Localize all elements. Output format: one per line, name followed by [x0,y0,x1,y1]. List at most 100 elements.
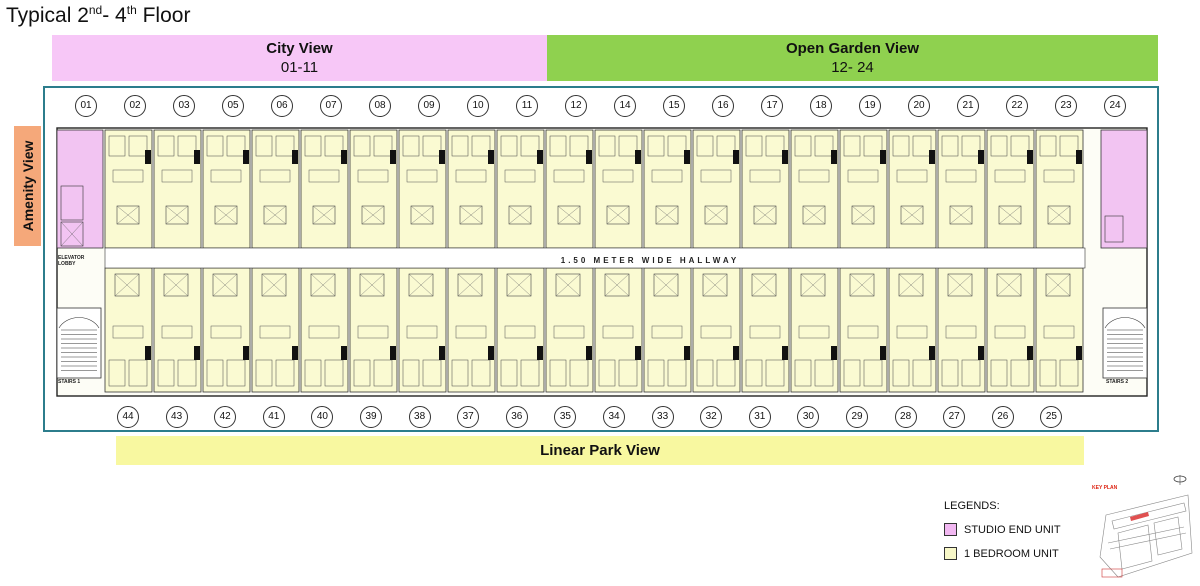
bath-cross [702,273,728,297]
garden-view-title: Open Garden View [785,40,920,57]
bottom-unit-label-32: 32 [700,406,723,428]
bottom-unit-label-37: 37 [457,406,480,428]
column-mark [733,150,739,164]
legend-studio: STUDIO END UNIT [944,523,1061,536]
bedroom-outline [941,135,959,157]
living-outline [422,359,442,387]
kitchen-outline [259,325,291,339]
bath-outline [606,205,630,225]
legend-one-bedroom: 1 BEDROOM UNIT [944,547,1059,560]
bottom-unit-label-28: 28 [894,406,917,428]
kitchen-outline [602,169,634,183]
living-outline [863,135,883,157]
bedroom-outline [696,359,714,387]
bedroom-outline [500,359,518,387]
bedroom-outline [353,359,371,387]
column-mark [439,150,445,164]
bedroom-outline [108,135,126,157]
kitchen-outline [798,325,830,339]
top-unit-block [398,129,447,249]
bottom-unit-label-29: 29 [846,406,868,428]
kitchen-outline [896,325,928,339]
bath-cross [165,205,189,225]
bath-cross [555,273,581,297]
living-outline [961,359,981,387]
top-unit-block [790,129,839,249]
column-mark [782,150,788,164]
bath-cross [310,273,336,297]
kitchen-outline [749,325,781,339]
bedroom-outline [549,359,567,387]
bath-cross [849,273,875,297]
bedroom-outline [598,359,616,387]
top-unit-block [545,129,594,249]
bath-cross [261,273,287,297]
kitchen-outline [553,325,585,339]
bottom-unit-label-39: 39 [360,406,382,428]
bedroom-outline [745,135,763,157]
kitchen-outline [994,169,1026,183]
top-unit-block [888,129,937,249]
column-mark [488,346,494,360]
bath-cross [751,273,777,297]
bottom-unit-label-33: 33 [651,406,674,428]
bedroom-outline [598,135,616,157]
bedroom-outline [402,135,420,157]
bedroom-outline [647,359,665,387]
bath-outline [116,205,140,225]
living-outline [324,135,344,157]
column-mark [488,150,494,164]
top-unit-block [202,129,251,249]
column-mark [684,346,690,360]
top-unit-label-17: 17 [761,95,783,117]
bath-cross [408,273,434,297]
city-view-title: City View [266,40,333,57]
kitchen-outline [455,169,487,183]
bath-cross [114,273,140,297]
bath-outline [998,205,1022,225]
bath-outline [751,273,777,297]
bedroom-outline [941,359,959,387]
kitchen-outline [847,325,879,339]
kitchen-outline [553,169,585,183]
kitchen-outline [259,169,291,183]
kitchen-outline [504,325,536,339]
living-outline [471,359,491,387]
living-outline [1059,135,1079,157]
living-outline [863,359,883,387]
column-mark [1076,346,1082,360]
bath-outline [361,205,385,225]
top-unit-label-03: 03 [173,95,195,117]
top-unit-label-10: 10 [467,95,489,117]
living-outline [716,359,736,387]
column-mark [439,346,445,360]
top-unit-label-06: 06 [271,95,293,117]
bath-cross [212,273,238,297]
stairs-right-arc [1104,317,1146,329]
kitchen-outline [700,325,732,339]
living-outline [716,135,736,157]
column-mark [390,346,396,360]
bedroom-outline [500,135,518,157]
column-mark [292,346,298,360]
bath-outline [947,273,973,297]
bath-outline [753,205,777,225]
kitchen-outline [945,325,977,339]
bath-outline [114,273,140,297]
column-mark [880,150,886,164]
hallway-strip [104,247,1086,269]
column-mark [194,150,200,164]
bedroom-outline [451,359,469,387]
city-view-units: 01-11 [280,58,319,76]
bath-outline [408,273,434,297]
column-mark [341,150,347,164]
bath-outline [655,205,679,225]
elevator-shaft [60,221,84,247]
living-outline [1010,135,1030,157]
column-mark [929,150,935,164]
kitchen-outline [406,325,438,339]
top-unit-block [153,129,202,249]
bedroom-outline [892,135,910,157]
amenity-view-title: Amenity View [19,140,36,232]
kitchen-outline [651,325,683,339]
